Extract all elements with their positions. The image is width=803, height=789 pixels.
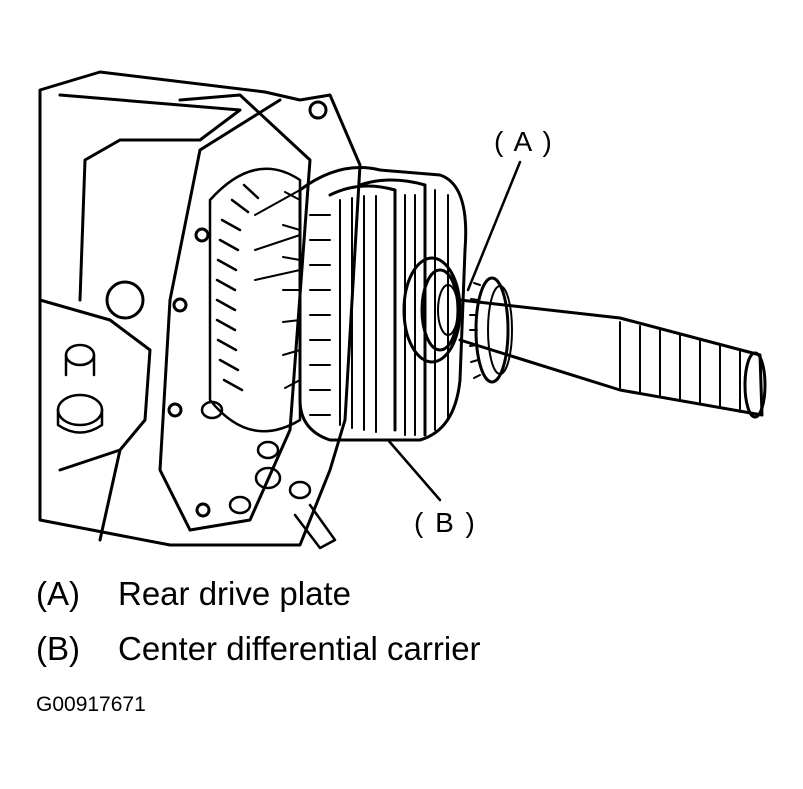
- legend-key-a: (A): [36, 575, 80, 612]
- leader-lines: [386, 160, 522, 502]
- legend-row-a: (A) Rear drive plate: [36, 575, 351, 613]
- center-differential-carrier: [254, 166, 468, 442]
- ring-gear: [208, 167, 302, 433]
- output-shaft: [458, 298, 767, 419]
- legend-label-b: Center differential carrier: [118, 630, 481, 667]
- transmission-illustration: [38, 70, 767, 550]
- figure-id: G00917671: [36, 693, 146, 716]
- bearing: [402, 256, 462, 364]
- rear-drive-plate: [469, 276, 513, 384]
- callout-a-label: ( A ): [494, 126, 554, 157]
- legend-label-a: Rear drive plate: [118, 575, 351, 612]
- callout-b-label: ( B ): [414, 507, 477, 538]
- legend-key-b: (B): [36, 630, 80, 667]
- legend-row-b: (B) Center differential carrier: [36, 630, 481, 668]
- transmission-case: [38, 70, 362, 550]
